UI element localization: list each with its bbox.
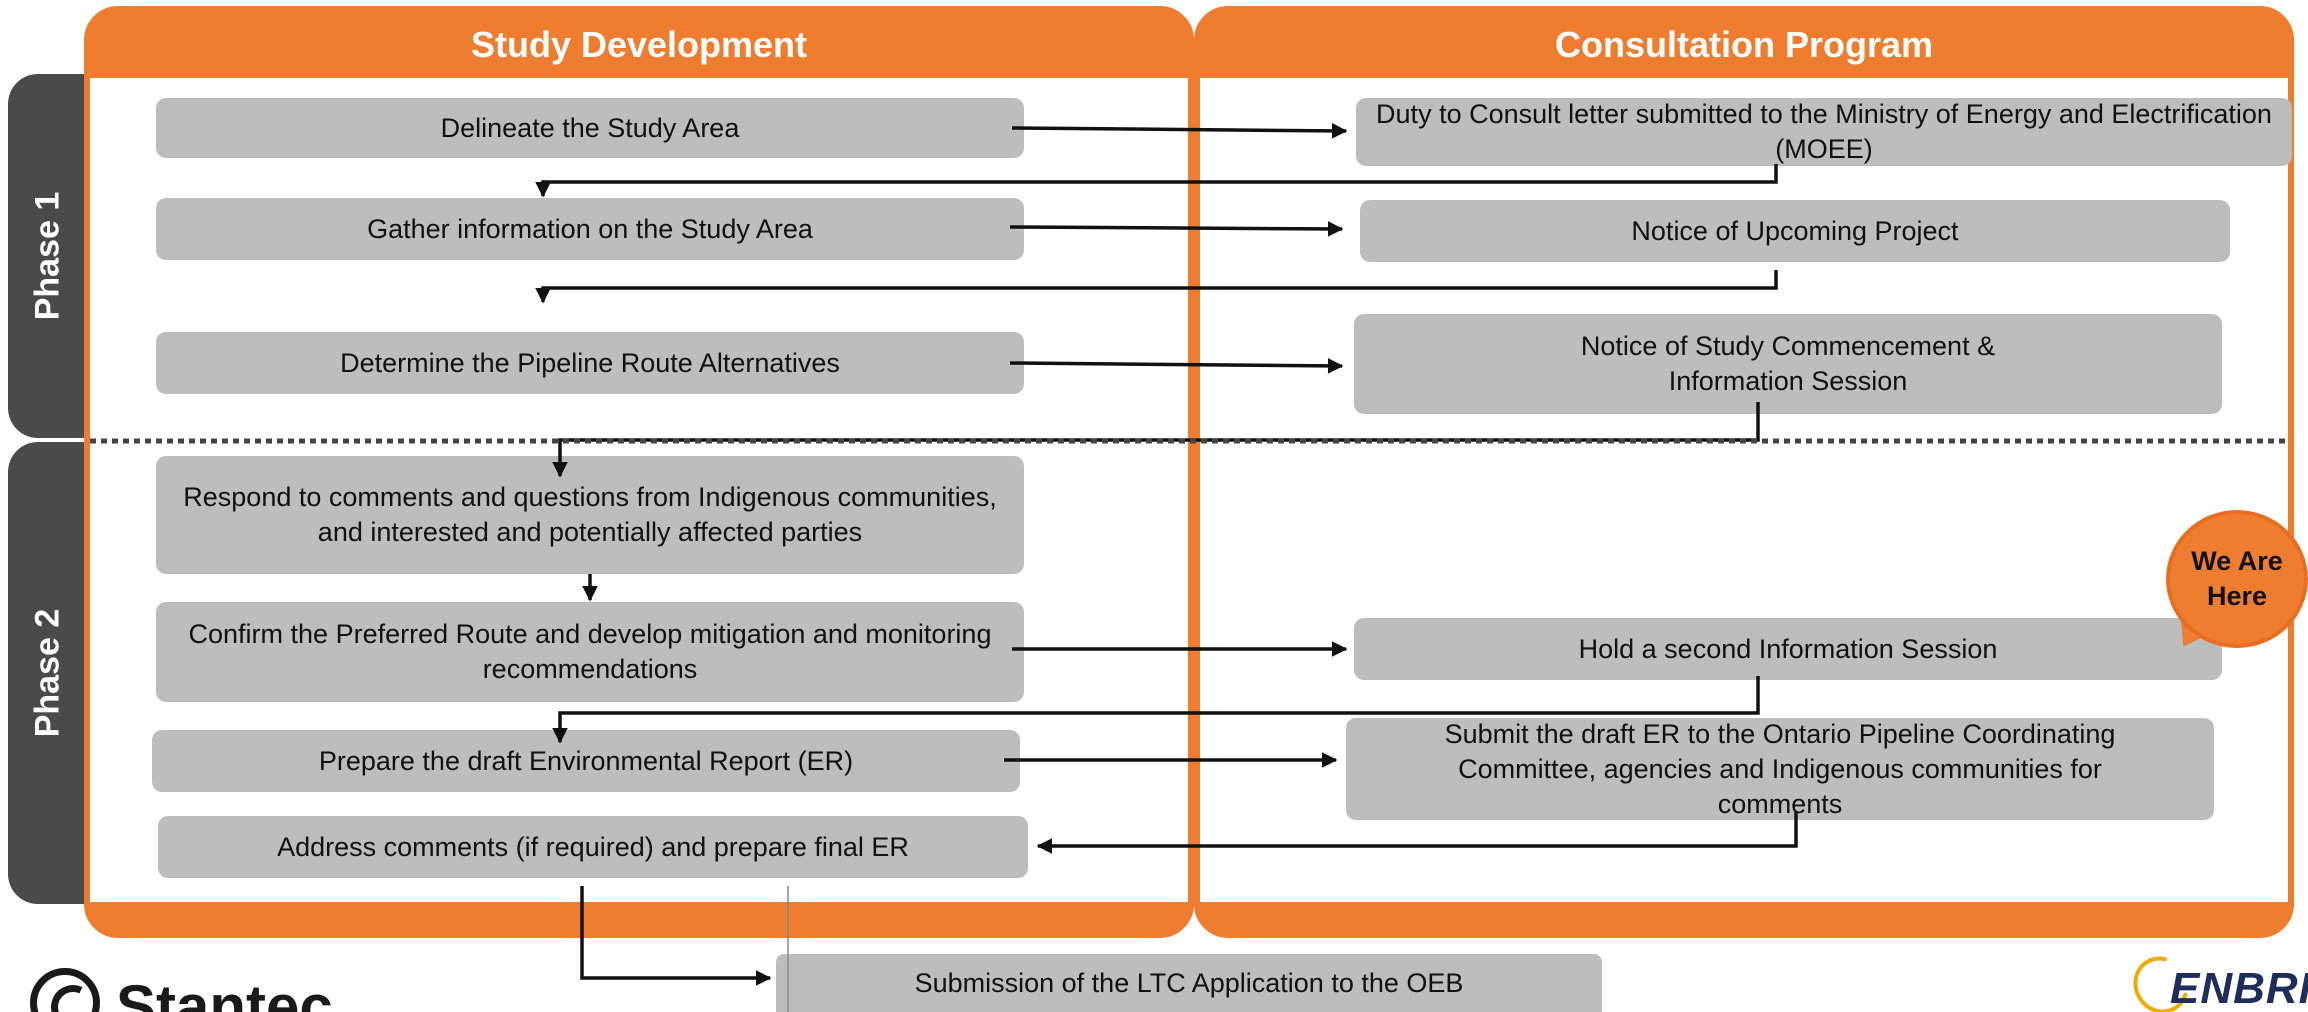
return-second-session-to-draft bbox=[552, 676, 1760, 744]
we-are-here-callout: We Are Here bbox=[2166, 510, 2308, 648]
enbridge-logo: ENBRIDGE bbox=[2130, 948, 2308, 1012]
consultation-program-header: Consultation Program bbox=[1200, 12, 2288, 78]
return-submit-to-address bbox=[1036, 812, 1798, 854]
study-development-header: Study Development bbox=[90, 12, 1188, 78]
step-ltc-submission: Submission of the LTC Application to the… bbox=[776, 954, 1602, 1012]
return-notice-to-determine bbox=[535, 270, 1778, 304]
return-duty-to-gather bbox=[535, 164, 1778, 198]
phase-2-tab: Phase 2 bbox=[8, 442, 88, 904]
step-gather-information: Gather information on the Study Area bbox=[156, 198, 1024, 260]
step-determine-route-alternatives: Determine the Pipeline Route Alternative… bbox=[156, 332, 1024, 394]
step-second-information-session: Hold a second Information Session bbox=[1354, 618, 2222, 680]
arrow-delineate-to-duty bbox=[1011, 122, 1348, 139]
arrow-determine-to-notice-study bbox=[1009, 357, 1344, 374]
consultation-program-footer bbox=[1200, 902, 2288, 932]
arrow-gather-to-notice bbox=[1009, 221, 1344, 237]
enbridge-wordmark: ENBRIDGE bbox=[2170, 964, 2308, 1012]
step-duty-to-consult-letter: Duty to Consult letter submitted to the … bbox=[1356, 98, 2292, 166]
step-prepare-draft-er: Prepare the draft Environmental Report (… bbox=[152, 730, 1020, 792]
stantec-wordmark: Stantec bbox=[116, 973, 333, 1012]
study-development-footer bbox=[90, 902, 1188, 932]
step-confirm-preferred-route: Confirm the Preferred Route and develop … bbox=[156, 602, 1024, 702]
step-respond-to-comments: Respond to comments and questions from I… bbox=[156, 456, 1024, 574]
step-delineate-study-area: Delineate the Study Area bbox=[156, 98, 1024, 158]
stantec-logo: Stantec bbox=[30, 968, 333, 1012]
step-notice-upcoming-project: Notice of Upcoming Project bbox=[1360, 200, 2230, 262]
step-address-comments-final-er: Address comments (if required) and prepa… bbox=[158, 816, 1028, 878]
arrow-address-to-ltc bbox=[580, 886, 772, 986]
step-submit-draft-er: Submit the draft ER to the Ontario Pipel… bbox=[1346, 718, 2214, 820]
phase-1-tab: Phase 1 bbox=[8, 74, 88, 438]
stantec-mark-icon bbox=[30, 968, 100, 1012]
step-notice-study-commencement: Notice of Study Commencement & Informati… bbox=[1354, 314, 2222, 414]
